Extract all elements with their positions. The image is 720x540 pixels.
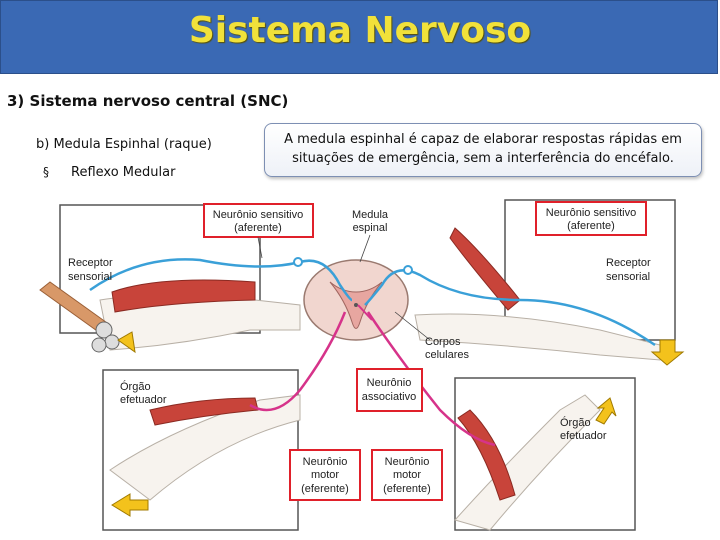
label-box-motor-right xyxy=(371,449,443,501)
label-motor-right-3: (eferente) xyxy=(383,483,431,495)
muscle-right-lower xyxy=(457,409,516,501)
label-box-sensory-right xyxy=(535,201,647,236)
motor-nerve-right xyxy=(366,311,496,447)
label-cell-bodies-2: celulares xyxy=(425,349,470,361)
label-receptor-left-2: sensorial xyxy=(68,271,112,283)
arrow-icon-top-left xyxy=(117,331,136,354)
hammer-head-icon xyxy=(95,321,113,339)
muscle-right-upper xyxy=(449,227,521,311)
leader-lines xyxy=(257,234,431,341)
arrow-icon-bottom-right xyxy=(595,397,617,425)
arrow-icon-bottom-left xyxy=(111,493,149,517)
label-motor-left-1: Neurônio xyxy=(303,456,348,468)
slide-subtitle: 3) Sistema nervoso central (SNC) xyxy=(7,92,289,110)
ganglion-right xyxy=(403,265,413,275)
label-associative-1: Neurônio xyxy=(367,377,412,389)
sensory-nerve-right xyxy=(364,269,656,347)
callout-line-2: situações de emergência, sem a interferê… xyxy=(292,151,674,166)
label-motor-right-2: motor xyxy=(393,469,421,481)
label-medulla-2: espinal xyxy=(353,222,388,234)
slide-title: Sistema Nervoso xyxy=(188,10,532,51)
label-effector-right-1: Órgão xyxy=(560,416,591,429)
bottom-right-arm xyxy=(454,394,601,531)
bullet-text: Reflexo Medular xyxy=(71,165,176,180)
label-receptor-right-2: sensorial xyxy=(606,271,650,283)
highlighted-labels xyxy=(203,201,647,501)
arrow-icons xyxy=(111,331,685,517)
sensory-nerve-left xyxy=(89,258,353,302)
left-arm-illustration xyxy=(39,279,301,353)
muscle-left-lower xyxy=(149,397,259,426)
arrow-icon-top-right xyxy=(650,339,685,366)
header-bar xyxy=(0,0,718,74)
bullet-marker: § xyxy=(43,165,49,179)
label-box-sensory-left xyxy=(203,203,314,238)
ganglion-left xyxy=(293,257,303,267)
callout-box: A medula espinhal é capaz de elaborar re… xyxy=(264,123,702,177)
section-subhead: b) Medula Espinhal (raque) xyxy=(36,137,212,152)
label-cell-bodies-1: Corpos xyxy=(425,336,461,348)
label-receptor-right-1: Receptor xyxy=(606,257,651,269)
label-motor-left-3: (eferente) xyxy=(301,483,349,495)
callout-line-1: A medula espinhal é capaz de elaborar re… xyxy=(284,132,682,147)
label-associative-2: associativo xyxy=(362,391,416,403)
label-sensory-left-2: (aferente) xyxy=(234,222,282,234)
label-receptor-left-1: Receptor xyxy=(68,257,113,269)
label-box-associative xyxy=(356,368,423,412)
label-medulla-1: Medula xyxy=(352,209,389,221)
panel-bottom-right xyxy=(454,377,636,531)
label-motor-left-2: motor xyxy=(311,469,339,481)
figure-text: Neurônio sensitivo (aferente) Neurônio s… xyxy=(68,207,651,495)
label-motor-right-1: Neurônio xyxy=(385,456,430,468)
label-sensory-right-2: (aferente) xyxy=(567,220,615,232)
label-effector-right-2: efetuador xyxy=(560,430,607,442)
associative-neuron-link xyxy=(357,304,373,321)
label-sensory-left-1: Neurônio sensitivo xyxy=(213,209,304,221)
right-arm-illustration xyxy=(414,227,661,361)
muscle-left-upper xyxy=(111,279,256,313)
label-box-motor-left xyxy=(289,449,361,501)
bottom-left-arm xyxy=(109,394,301,501)
motor-nerve-left xyxy=(249,311,347,412)
label-sensory-right-1: Neurônio sensitivo xyxy=(546,207,637,219)
spinal-cord-section xyxy=(303,259,409,341)
label-effector-left-1: Órgão xyxy=(120,380,151,393)
label-effector-left-2: efetuador xyxy=(120,394,167,406)
